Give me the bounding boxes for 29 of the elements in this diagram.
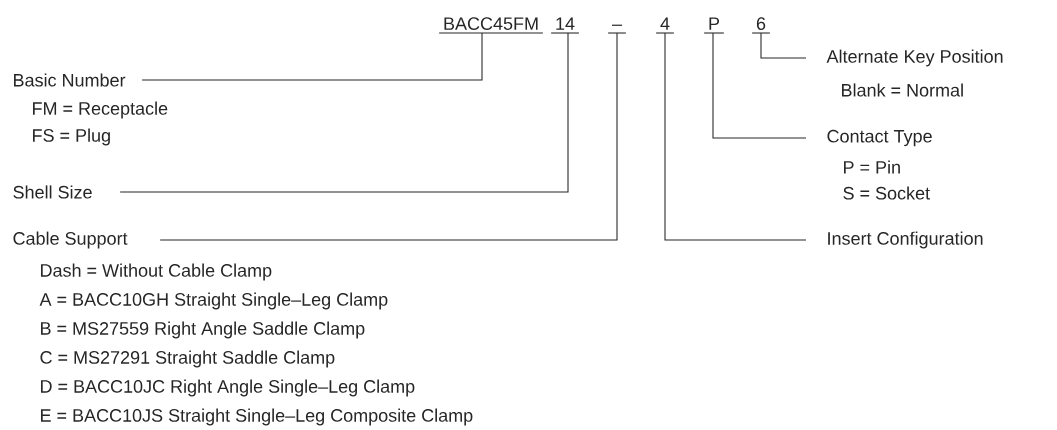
leader-line — [141, 32, 483, 81]
code-definition: Blank = Normal — [842, 83, 963, 97]
part-number-segment: BACC45FM — [438, 17, 544, 34]
field-heading: Basic Number — [14, 73, 126, 87]
field-heading: Insert Configuration — [828, 231, 983, 249]
code-definition: P = Pin — [844, 160, 900, 174]
field-heading: Alternate Key Position — [826, 49, 1003, 67]
leader-line — [119, 32, 569, 193]
code-definition: FS = Plug — [33, 128, 110, 146]
leader-line — [159, 32, 618, 241]
leader-line — [712, 32, 807, 139]
part-number-segment: P — [703, 17, 725, 34]
part-number-segment: – — [607, 24, 627, 34]
field-heading: Contact Type — [827, 129, 932, 147]
code-definition: D = BACC10JC Right Angle Single–Leg Clamp — [41, 379, 415, 397]
part-number-segment: 14 — [550, 17, 580, 34]
field-heading: Cable Support — [13, 231, 128, 249]
code-definition: S = Socket — [843, 186, 930, 200]
field-heading: Shell Size — [13, 185, 92, 199]
code-definition: FM = Receptacle — [33, 101, 168, 119]
code-definition: B = MS27559 Right Angle Saddle Clamp — [41, 321, 365, 339]
code-definition: A = BACC10GH Straight Single–Leg Clamp — [39, 292, 388, 310]
code-definition: C = MS27291 Straight Saddle Clamp — [40, 350, 335, 368]
leader-line — [760, 32, 807, 59]
code-definition: Dash = Without Cable Clamp — [41, 263, 272, 281]
part-number-segment: 6 — [751, 17, 771, 34]
code-definition: E = BACC10JS Straight Single–Leg Composite Clamp — [41, 408, 473, 426]
leader-line — [664, 32, 807, 241]
part-number-segment: 4 — [655, 17, 675, 34]
